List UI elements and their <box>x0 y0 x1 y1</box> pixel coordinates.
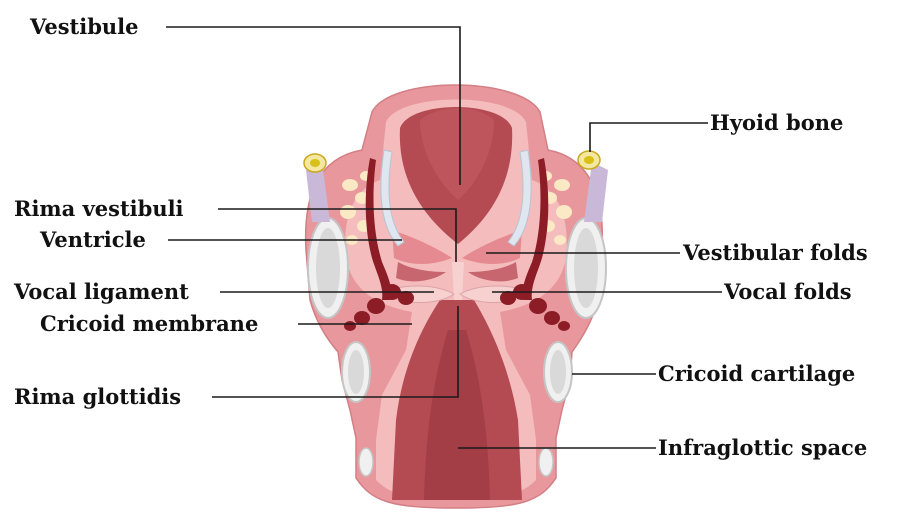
label-vestibular-folds: Vestibular folds <box>682 240 868 265</box>
thyroid-plate-right <box>566 218 606 318</box>
label-hyoid-bone: Hyoid bone <box>710 110 843 135</box>
label-cricoid-membrane: Cricoid membrane <box>40 311 258 336</box>
tracheal-ring-right <box>539 448 553 476</box>
label-rima-vestibuli: Rima vestibuli <box>14 196 184 221</box>
cricoid-cartilage-left <box>342 342 370 402</box>
label-cricoid-cartilage: Cricoid cartilage <box>658 361 855 386</box>
thyroid-plate-left <box>308 218 348 318</box>
label-vocal-ligament: Vocal ligament <box>13 279 189 304</box>
label-ventricle: Ventricle <box>39 227 146 252</box>
leader-hyoid-bone <box>590 123 708 152</box>
cricoid-cartilage-right <box>544 342 572 402</box>
label-rima-glottidis: Rima glottidis <box>14 384 181 409</box>
tracheal-ring-left <box>359 448 373 476</box>
larynx-illustration <box>304 85 608 508</box>
label-infraglottic-space: Infraglottic space <box>658 435 867 460</box>
label-vocal-folds: Vocal folds <box>723 279 852 304</box>
label-vestibule: Vestibule <box>29 14 139 39</box>
